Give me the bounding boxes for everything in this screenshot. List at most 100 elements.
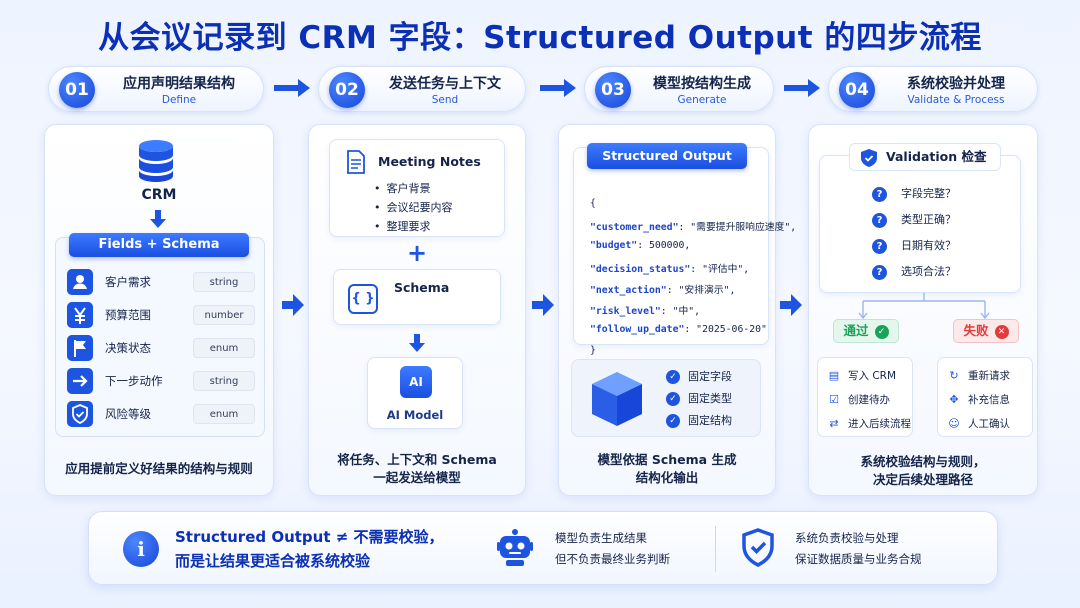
ai-chip-icon: AI (400, 366, 432, 398)
info-icon: i (123, 531, 159, 567)
summary-line-2: 而是让结果更适合被系统校验 (175, 552, 371, 570)
page-title: 从会议记录到 CRM 字段：Structured Output 的四步流程 (98, 20, 982, 56)
field-type: number (193, 305, 255, 325)
field-name: 决策状态 (105, 341, 151, 355)
list-item: 客户背景 (374, 180, 453, 199)
pass-action: ▤ 写入 CRM (828, 368, 896, 386)
robot-icon (497, 529, 533, 566)
structured-output-header: Structured Output (587, 143, 747, 169)
arrow-down-icon (150, 210, 166, 228)
panel-define: CRM Fields + Schema 客户需求 string 预算范围 num… (44, 124, 274, 496)
fixed-item-label: 固定字段 (688, 370, 732, 383)
meeting-notes-title: Meeting Notes (378, 154, 481, 169)
branch-connector (858, 293, 990, 320)
panel-caption: 系统校验结构与规则， (860, 454, 986, 469)
shield-check-icon (742, 528, 774, 567)
fail-action-label: 人工确认 (968, 418, 1010, 430)
field-type: enum (193, 338, 255, 358)
step-subtitle: Define (161, 94, 197, 106)
validation-title: Validation 检查 (886, 149, 987, 164)
flow-arrow-icon (780, 294, 802, 316)
json-line: "follow_up_date": "2025-06-20" (590, 324, 796, 345)
check-circle-icon: ✓ (874, 324, 889, 339)
step-number: 01 (59, 72, 95, 108)
question-icon: ? (872, 186, 887, 202)
step-title: 发送任务与上下文 (389, 76, 501, 92)
step-title: 应用声明结果结构 (123, 76, 235, 92)
step-arrow-icon (274, 79, 310, 97)
fixed-item-label: 固定类型 (688, 392, 732, 405)
question-icon: ? (872, 238, 887, 254)
panel-caption: 决定后续处理路径 (872, 472, 973, 487)
step-title: 系统校验并处理 (907, 76, 1005, 92)
check-question: ?选项合法？ (872, 264, 956, 284)
field-type: string (193, 371, 255, 391)
field-type: enum (193, 404, 255, 424)
validation-header: Validation 检查 (849, 143, 1001, 171)
pass-action-label: 创建待办 (848, 394, 890, 406)
panel-generate: { "customer_need": "需要提升服响应速度", "budget"… (558, 124, 796, 496)
check-question: ?字段完整？ (872, 186, 956, 206)
json-key: "customer_need" (590, 222, 679, 233)
pass-actions-card: ▤ 写入 CRM ☑创建待办 ⇄ 进入后续流程 (817, 357, 913, 437)
json-value: : "2025-06-20" (684, 324, 767, 335)
user-icon (67, 269, 93, 295)
field-type: string (193, 272, 255, 292)
json-key: "follow_up_date" (590, 324, 685, 335)
step-number: 03 (595, 72, 631, 108)
arrow-down-icon (409, 334, 425, 352)
fail-label: 失败 (963, 323, 989, 338)
fail-action: ↻重新请求 (948, 368, 1010, 386)
cube-icon (592, 372, 642, 426)
json-key: "next_action" (590, 285, 667, 296)
meeting-notes-list: 客户背景 会议纪要内容 整理要求 (374, 180, 453, 237)
pass-action-label: 写入 CRM (848, 370, 897, 382)
field-row: 下一步动作 string (67, 368, 255, 394)
plus-icon: + (406, 239, 428, 267)
pass-action-label: 进入后续流程 (848, 418, 911, 430)
fields-schema-header: Fields + Schema (69, 233, 249, 257)
shield-check-icon (67, 401, 93, 427)
step-subtitle: Validate & Process (907, 94, 1005, 106)
document-icon: ▤ (828, 369, 840, 382)
json-value: : "评估中", (690, 264, 750, 275)
json-brace: } (590, 345, 596, 356)
question-icon: ? (872, 212, 887, 228)
fail-action-label: 补充信息 (968, 394, 1010, 406)
pass-label: 通过 (843, 323, 869, 338)
check-question: ?类型正确？ (872, 212, 956, 232)
arrow-right-icon (67, 368, 93, 394)
x-circle-icon: ✕ (994, 324, 1009, 339)
step-subtitle: Send (431, 94, 459, 106)
pass-action: ☑创建待办 (828, 392, 890, 410)
fixed-properties-box: ✓固定字段 ✓固定类型 ✓固定结构 (571, 359, 761, 437)
field-row: 决策状态 enum (67, 335, 255, 361)
panel-caption: 结构化输出 (635, 470, 699, 485)
ai-model-card: AI AI Model (367, 357, 463, 429)
summary-line-1: Structured Output ≠ 不需要校验， (175, 528, 444, 546)
workflow-icon: ⇄ (829, 417, 839, 430)
flow-arrow-icon (532, 294, 554, 316)
step-generate: 03 模型按结构生成 Generate (584, 66, 774, 112)
json-key: "decision_status" (590, 264, 691, 275)
ai-model-label: AI Model (386, 408, 444, 422)
field-row: 预算范围 number (67, 302, 255, 328)
list-item: 整理要求 (374, 218, 453, 237)
field-name: 下一步动作 (105, 374, 163, 388)
crm-label: CRM (141, 187, 177, 203)
check-question-label: 日期有效？ (901, 239, 956, 252)
meeting-notes-card: Meeting Notes 客户背景 会议纪要内容 整理要求 (329, 139, 505, 237)
flag-icon (67, 335, 93, 361)
json-brace: { (590, 198, 596, 209)
panel-caption: 一起发送给模型 (373, 470, 461, 485)
schema-card: { } Schema (333, 269, 501, 325)
panel-caption: 将任务、上下文和 Schema (337, 452, 497, 467)
json-line: "customer_need": "需要提升服响应速度", (590, 219, 796, 240)
panel-caption: 模型依据 Schema 生成 (597, 452, 737, 467)
braces-icon: { } (348, 284, 378, 314)
yen-icon (67, 302, 93, 328)
divider (715, 526, 716, 572)
fixed-item: ✓固定结构 (666, 413, 732, 433)
check-question-label: 选项合法？ (901, 265, 956, 278)
check-icon: ✓ (666, 370, 680, 384)
